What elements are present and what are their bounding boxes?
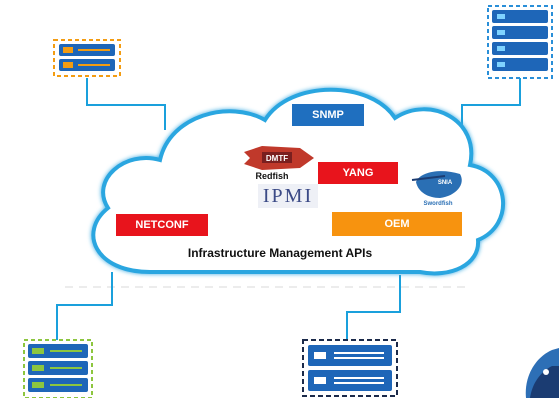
server-bottom-left <box>23 339 93 398</box>
yang-badge: YANG <box>318 162 398 184</box>
link-bottom-center <box>346 275 401 340</box>
server-top-right <box>487 5 553 79</box>
snia-text: SNIA <box>438 180 453 186</box>
snia-swordfish-logo: SNIA Swordfish <box>411 171 462 207</box>
dmtf-text: DMTF <box>266 154 288 163</box>
link-bottom-left <box>56 272 113 340</box>
link-top-left <box>86 78 166 130</box>
server-top-left <box>53 39 121 77</box>
server-bottom-center <box>302 339 398 397</box>
netconf-badge: NETCONF <box>116 214 208 236</box>
server-led-icon <box>63 62 73 68</box>
mascot-icon <box>525 348 559 398</box>
snmp-badge: SNMP <box>292 104 364 126</box>
swordfish-text: Swordfish <box>423 201 452 207</box>
oem-badge: OEM <box>332 212 462 236</box>
cloud-title: Infrastructure Management APIs <box>187 246 373 260</box>
dmtf-redfish-logo: DMTF Redfish <box>244 146 314 181</box>
connection-links <box>56 78 521 340</box>
ipmi-logo: IPMI <box>258 184 318 208</box>
redfish-text: Redfish <box>255 171 288 181</box>
server-led-icon <box>63 47 73 53</box>
link-top-right <box>461 78 521 140</box>
